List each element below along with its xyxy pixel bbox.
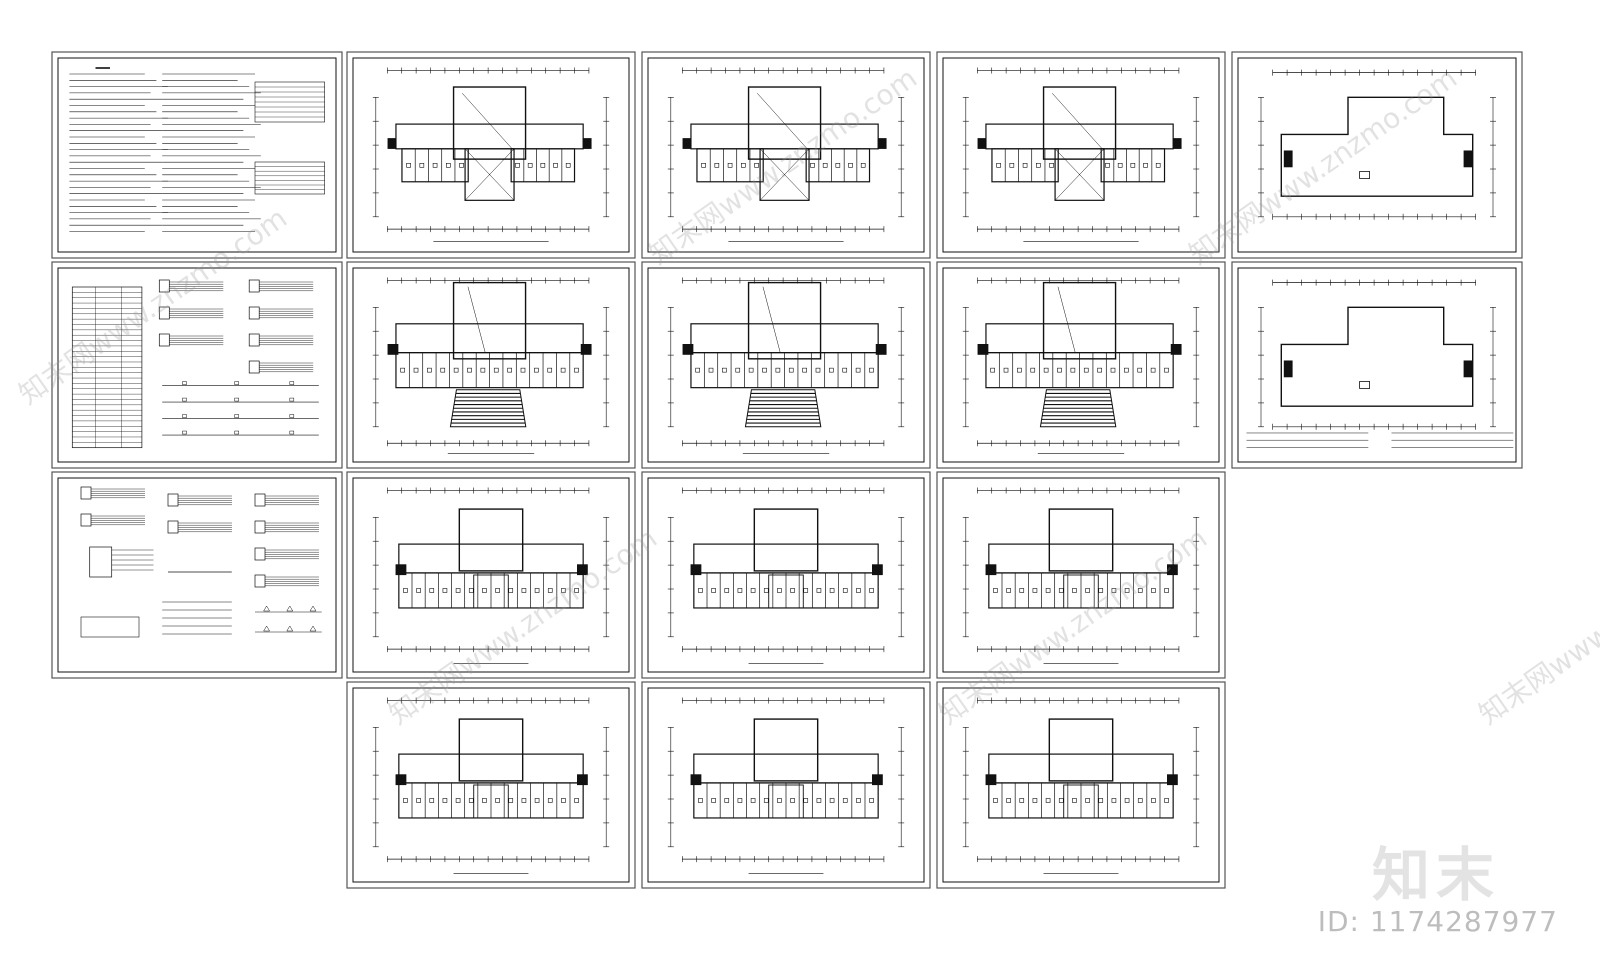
sheet-border <box>51 471 343 679</box>
sheet-roof-plan-1 <box>1231 51 1523 259</box>
sheet-inner-frame <box>57 57 337 253</box>
sheet-inner-frame <box>647 687 925 883</box>
sheet-plan-3 <box>936 51 1226 259</box>
sheet-plan-1 <box>346 51 636 259</box>
sheet-design-notes <box>51 51 343 259</box>
sheet-border <box>1231 51 1523 259</box>
sheet-inner-frame <box>942 267 1220 463</box>
sheet-border <box>346 261 636 469</box>
sheet-plan-6 <box>936 261 1226 469</box>
sheet-inner-frame <box>647 477 925 673</box>
sheet-inner-frame <box>352 687 630 883</box>
sheet-plan-4 <box>346 261 636 469</box>
sheet-plan-11 <box>641 681 931 889</box>
sheet-inner-frame <box>647 57 925 253</box>
sheet-inner-frame <box>647 267 925 463</box>
sheet-inner-frame <box>352 477 630 673</box>
sheet-inner-frame <box>57 477 337 673</box>
sheet-inner-frame <box>352 267 630 463</box>
sheet-border <box>936 51 1226 259</box>
sheet-plan-8 <box>641 471 931 679</box>
sheet-plan-10 <box>346 681 636 889</box>
sheet-inner-frame <box>1237 57 1517 253</box>
sheet-roof-plan-2 <box>1231 261 1523 469</box>
sheet-inner-frame <box>942 687 1220 883</box>
sheet-plan-2 <box>641 51 931 259</box>
sheet-inner-frame <box>942 57 1220 253</box>
sheet-inner-frame <box>942 477 1220 673</box>
sheet-border <box>1231 261 1523 469</box>
sheet-inner-frame <box>1237 267 1517 463</box>
brand-id: ID: 1174287977 <box>1317 905 1558 938</box>
sheet-border <box>51 51 343 259</box>
sheet-plan-9 <box>936 471 1226 679</box>
sheet-border <box>641 51 931 259</box>
sheet-plan-7 <box>346 471 636 679</box>
sheet-inner-frame <box>352 57 630 253</box>
sheet-equipment-schedule <box>51 261 343 469</box>
sheet-border <box>346 51 636 259</box>
sheet-system-diagram <box>51 471 343 679</box>
sheet-inner-frame <box>57 267 337 463</box>
sheet-border <box>936 261 1226 469</box>
brand-logo: 知末 <box>1371 841 1500 909</box>
sheet-border <box>641 261 931 469</box>
sheet-plan-12 <box>936 681 1226 889</box>
sheet-plan-5 <box>641 261 931 469</box>
